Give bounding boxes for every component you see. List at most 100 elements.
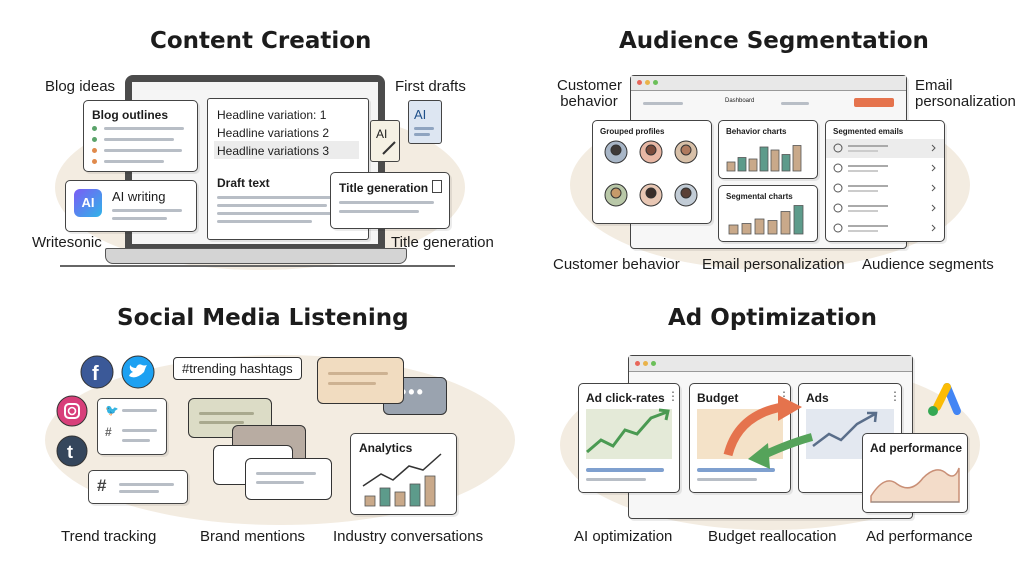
- hashtag-large-icon: #: [97, 476, 107, 495]
- title-generation-card: Title generation: [330, 172, 450, 229]
- social-media-listening-title: Social Media Listening: [117, 305, 409, 331]
- ad-optimization-title: Ad Optimization: [668, 305, 877, 331]
- analytics-card: Analytics: [350, 433, 457, 515]
- label-ai-optimization: AI optimization: [574, 528, 673, 545]
- window-titlebar: [631, 76, 906, 91]
- social-icons: f t: [56, 355, 155, 467]
- laptop-base: [105, 248, 407, 264]
- more-menu-icon[interactable]: ⋮: [889, 389, 901, 403]
- analytics-bar-0: [364, 495, 376, 507]
- analytics-bar-2: [394, 491, 406, 507]
- blog-outlines-card: Blog outlines: [83, 100, 198, 172]
- ad-click-rates-card: Ad click-rates ⋮: [578, 383, 680, 493]
- orange-action-button[interactable]: [854, 98, 894, 107]
- ad-performance-card-title: Ad performance: [870, 441, 963, 455]
- ad-performance-card: Ad performance: [862, 433, 968, 513]
- ai-pencil-doc-icon: AI: [370, 120, 400, 162]
- behavior-bar-1: [737, 157, 747, 172]
- behavior-bar-6: [792, 145, 802, 172]
- label-industry-conversations: Industry conversations: [333, 528, 484, 545]
- label-writesonic: Writesonic: [32, 234, 102, 251]
- segmental-bar-chart: [728, 205, 804, 235]
- google-ads-logo-icon: [928, 383, 961, 416]
- label-brand-mentions: Brand mentions: [200, 528, 306, 545]
- label-budget-reallocation: Budget reallocation: [708, 528, 837, 545]
- speech-bubble-white-2: [245, 458, 332, 500]
- behavior-bar-3: [759, 146, 769, 172]
- label-title-generation: Title generation: [391, 234, 494, 251]
- segmental-bar-4: [780, 211, 791, 235]
- behavior-bar-2: [748, 158, 758, 172]
- analytics-bar-1: [379, 487, 391, 507]
- reallocation-arrows: [723, 395, 814, 469]
- document-icon: [432, 180, 442, 193]
- behavior-bar-chart: [726, 145, 802, 172]
- blog-outlines-title: Blog outlines: [92, 108, 168, 122]
- writesonic-logo-icon: AI: [74, 189, 102, 217]
- content-creation-title: Content Creation: [150, 28, 372, 54]
- title-generation-card-title: Title generation: [339, 181, 429, 195]
- headline-3: Headline variations 3: [217, 144, 330, 158]
- segmental-bar-2: [754, 218, 765, 235]
- label-blog-ideas: Blog ideas: [45, 78, 116, 95]
- ad-click-rates-title: Ad click-rates: [586, 391, 665, 405]
- more-menu-icon[interactable]: ⋮: [667, 389, 679, 403]
- click-rate-trend-chart: [586, 408, 670, 454]
- analytics-bar-3: [409, 483, 421, 507]
- grouped-profiles-card: Grouped profiles: [592, 120, 712, 224]
- ai-writing-card: AI AI writing: [65, 180, 197, 232]
- twitter-bird-icon: 🐦: [105, 405, 119, 417]
- label-customer-behavior-top: Customer behavior: [557, 77, 623, 110]
- label-audience-segments: Audience segments: [862, 256, 994, 273]
- analytics-bar-chart: [362, 453, 442, 507]
- headline-3-highlight: [214, 141, 359, 159]
- ads-title: Ads: [806, 391, 829, 405]
- analytics-title: Analytics: [359, 441, 413, 455]
- tweet-card: 🐦 #: [97, 398, 167, 455]
- audience-segmentation-title: Audience Segmentation: [619, 28, 929, 54]
- analytics-bar-4: [424, 475, 436, 507]
- desk-line: [60, 265, 455, 267]
- draft-text-title: Draft text: [217, 176, 270, 190]
- label-trend-tracking: Trend tracking: [61, 528, 157, 545]
- segmented-emails-card: Segmented emails: [825, 120, 945, 242]
- label-first-drafts: First drafts: [395, 78, 466, 95]
- segmental-charts-title: Segmental charts: [726, 192, 793, 201]
- label-email-personalization: Email personalization: [702, 256, 845, 273]
- svg-text:f: f: [92, 363, 99, 385]
- svg-text:t: t: [67, 442, 73, 462]
- dashboard-tab[interactable]: Dashboard: [725, 98, 755, 104]
- ad-window-titlebar: [629, 356, 912, 372]
- ai-writing-title: AI writing: [112, 189, 166, 204]
- label-ad-performance: Ad performance: [866, 528, 973, 545]
- grouped-profiles-title: Grouped profiles: [600, 127, 665, 136]
- draft-document: Headline variation: 1 Headline variation…: [207, 98, 369, 240]
- facebook-icon: [80, 355, 114, 389]
- segmental-bar-1: [741, 223, 752, 235]
- ad-performance-area-chart: [870, 467, 960, 503]
- headline-1: Headline variation: 1: [217, 108, 327, 122]
- ads-trend-chart: [812, 411, 878, 447]
- email-list: [826, 139, 944, 233]
- segmental-bar-5: [793, 205, 804, 235]
- profile-avatars: [604, 140, 698, 207]
- ai-document-icon: AI: [408, 100, 442, 144]
- segmental-charts-card: Segmental charts: [718, 185, 818, 242]
- headline-2: Headline variations 2: [217, 126, 330, 140]
- behavior-bar-5: [781, 154, 791, 172]
- ellipsis-icon: •••: [400, 382, 425, 402]
- behavior-bar-0: [726, 161, 736, 172]
- behavior-charts-card: Behavior charts: [718, 120, 818, 179]
- behavior-charts-title: Behavior charts: [726, 127, 787, 136]
- analytics-trend-line: [362, 453, 442, 487]
- segmented-emails-title: Segmented emails: [833, 127, 904, 136]
- instagram-icon: [56, 395, 88, 427]
- budget-title: Budget: [697, 391, 739, 405]
- speech-bubble-peach: [317, 357, 404, 404]
- label-customer-behavior: Customer behavior: [553, 256, 680, 273]
- segmental-bar-3: [767, 220, 778, 235]
- behavior-bar-4: [770, 149, 780, 172]
- label-email-personalization-top: Email personalization: [915, 77, 1016, 110]
- hashtag-icon: #: [105, 425, 112, 439]
- trending-hashtags-chip[interactable]: #trending hashtags: [173, 357, 302, 380]
